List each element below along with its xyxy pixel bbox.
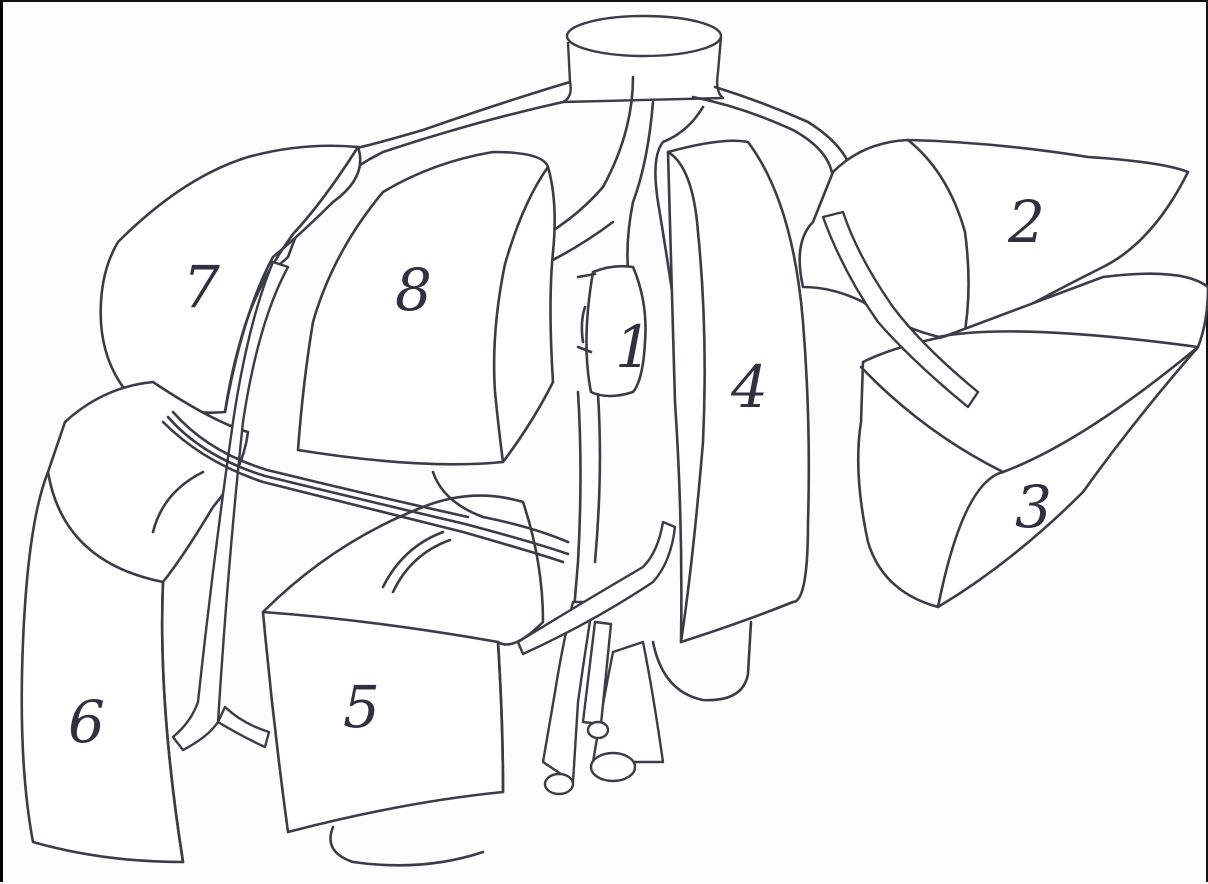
segment-8-label: 8: [395, 256, 432, 324]
segment-2-label: 2: [1007, 188, 1045, 256]
segment-7-label: 7: [183, 253, 220, 321]
segment-4-label: 4: [730, 353, 768, 421]
ivc-top: [563, 16, 723, 102]
segment-5: [263, 496, 543, 866]
segment-6-label: 6: [68, 688, 105, 756]
segment-5-label: 5: [343, 673, 380, 741]
drawing-svg: 1 2 3 4 5 6 7 8: [3, 2, 1208, 884]
segment-1-label: 1: [615, 313, 652, 381]
segment-3-label: 3: [1015, 473, 1052, 541]
